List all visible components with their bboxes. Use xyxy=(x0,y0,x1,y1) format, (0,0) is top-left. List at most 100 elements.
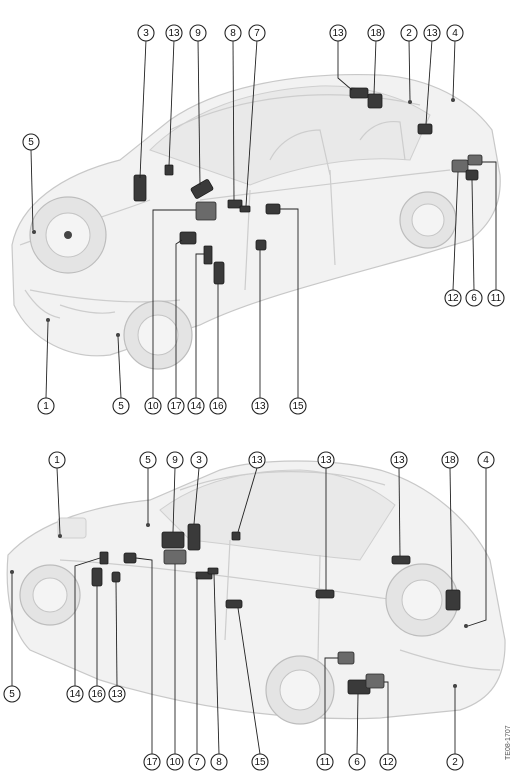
module-13d-top xyxy=(255,239,267,251)
callout-circle xyxy=(137,24,155,42)
callout-circle xyxy=(88,685,106,703)
callout-circle xyxy=(444,289,462,307)
callout-bottom-5: 5 xyxy=(139,451,157,469)
callout-circle xyxy=(112,397,130,415)
callout-top-2: 2 xyxy=(400,24,418,42)
module-12-top xyxy=(451,159,469,173)
module-12-bottom xyxy=(365,673,385,689)
callout-circle xyxy=(379,753,397,771)
callout-label: 5 xyxy=(28,137,34,148)
module-15-bottom xyxy=(225,599,243,609)
callout-circle xyxy=(167,397,185,415)
callout-label: 6 xyxy=(354,757,360,768)
callout-label: 17 xyxy=(146,757,158,768)
module-13a-bottom xyxy=(231,531,241,541)
point-5a-bottom xyxy=(146,523,150,527)
module-3-top xyxy=(133,174,147,202)
callout-bottom-9: 9 xyxy=(166,451,184,469)
callout-label: 10 xyxy=(147,401,159,412)
callout-bottom-12: 12 xyxy=(379,753,397,771)
image-code: TE08-1707 xyxy=(505,725,512,760)
callout-circle xyxy=(48,451,66,469)
callout-label: 13 xyxy=(168,28,180,39)
callout-bottom-10: 10 xyxy=(166,753,184,771)
module-15-top xyxy=(265,203,281,215)
module-14-bottom xyxy=(99,551,109,565)
callout-label: 11 xyxy=(491,293,502,304)
callout-circle xyxy=(329,24,347,42)
callout-circle xyxy=(66,685,84,703)
callout-label: 7 xyxy=(194,757,200,768)
callout-circle xyxy=(390,451,408,469)
callout-label: 8 xyxy=(230,28,236,39)
callout-bottom-2: 2 xyxy=(446,753,464,771)
callout-circle xyxy=(251,753,269,771)
callout-top-6: 6 xyxy=(465,289,483,307)
callout-top-13: 13 xyxy=(165,24,183,42)
callout-circle xyxy=(317,451,335,469)
point-2-top xyxy=(408,100,412,104)
module-8-bottom xyxy=(207,567,219,575)
top-car-illustration xyxy=(11,74,501,370)
callout-top-14: 14 xyxy=(187,397,205,415)
callout-label: 13 xyxy=(111,689,123,700)
callout-label: 17 xyxy=(170,401,182,412)
bottom-car-illustration xyxy=(6,460,506,725)
callout-top-17: 17 xyxy=(167,397,185,415)
callout-label: 13 xyxy=(332,28,344,39)
module-13b-top xyxy=(349,87,369,99)
callout-label: 8 xyxy=(216,757,222,768)
top-leader-lines xyxy=(30,39,497,399)
module-13d-bottom xyxy=(111,571,121,583)
callout-label: 4 xyxy=(483,455,489,466)
callout-bottom-13: 13 xyxy=(108,685,126,703)
module-14-top xyxy=(203,245,213,265)
point-5b-top xyxy=(116,333,120,337)
callout-label: 14 xyxy=(190,401,202,412)
callout-circle xyxy=(446,24,464,42)
callout-circle xyxy=(210,753,228,771)
callout-label: 11 xyxy=(320,757,331,768)
callout-top-5: 5 xyxy=(22,133,40,151)
callout-circle xyxy=(477,451,495,469)
callout-circle xyxy=(289,397,307,415)
module-3-bottom xyxy=(187,523,201,551)
callout-top-7: 7 xyxy=(248,24,266,42)
callout-circle xyxy=(316,753,334,771)
callout-circle xyxy=(446,753,464,771)
callout-top-15: 15 xyxy=(289,397,307,415)
callout-label: 13 xyxy=(320,455,332,466)
callout-label: 6 xyxy=(471,293,477,304)
point-2-bottom xyxy=(453,684,457,688)
callout-label: 1 xyxy=(54,455,60,466)
callout-label: 5 xyxy=(9,689,15,700)
callout-top-13: 13 xyxy=(329,24,347,42)
module-13a-top xyxy=(164,164,174,176)
callout-label: 3 xyxy=(143,28,149,39)
callout-circle xyxy=(248,24,266,42)
callout-circle xyxy=(166,451,184,469)
callout-circle xyxy=(188,753,206,771)
module-9-bottom xyxy=(161,531,185,549)
callout-bottom-15: 15 xyxy=(251,753,269,771)
callout-circle xyxy=(441,451,459,469)
callout-circle xyxy=(144,397,162,415)
module-16-bottom xyxy=(91,567,103,587)
callout-bottom-3: 3 xyxy=(190,451,208,469)
callout-label: 4 xyxy=(452,28,458,39)
callout-bottom-16: 16 xyxy=(88,685,106,703)
callout-circle xyxy=(487,289,505,307)
point-5b-bottom xyxy=(10,570,14,574)
callout-label: 2 xyxy=(452,757,458,768)
module-16-top xyxy=(213,261,225,285)
callout-bottom-11: 11 xyxy=(316,753,334,771)
callout-circle xyxy=(248,451,266,469)
callout-circle xyxy=(165,24,183,42)
callout-circle xyxy=(108,685,126,703)
callout-bottom-17: 17 xyxy=(143,753,161,771)
callout-label: 16 xyxy=(212,401,224,412)
module-13c-top xyxy=(417,123,433,135)
module-17-top xyxy=(179,231,197,245)
